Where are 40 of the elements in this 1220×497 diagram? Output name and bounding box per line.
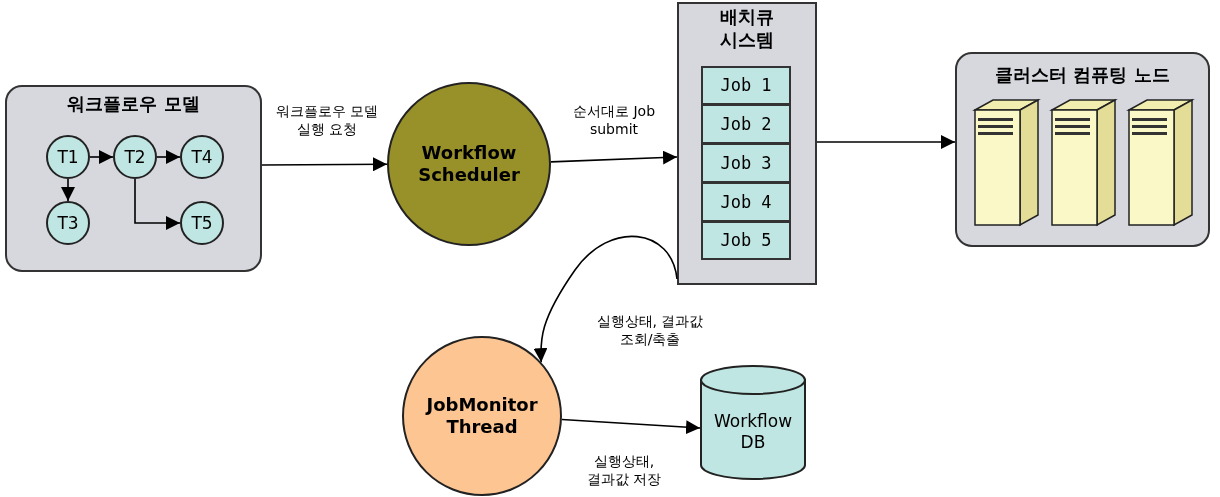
arrow	[533, 235, 678, 363]
monitor-label: JobMonitor Thread	[424, 393, 539, 439]
arrow	[61, 178, 75, 202]
task-label: T2	[123, 146, 147, 168]
panel-title: 워크플로우 모델	[66, 93, 201, 116]
task-label: T5	[190, 212, 214, 234]
arrow	[156, 150, 181, 164]
task-circle	[113, 135, 157, 179]
database-cylinder	[700, 365, 806, 479]
arrow	[816, 135, 956, 149]
model-panel	[5, 85, 262, 272]
task-circle	[46, 201, 90, 245]
arrow	[561, 418, 701, 435]
scheduler-circle	[387, 82, 551, 246]
arrow	[89, 150, 114, 164]
arrow	[550, 150, 678, 165]
job-cell	[701, 221, 791, 260]
scheduler-label: Workflow Scheduler	[417, 141, 521, 187]
task-circle	[46, 135, 90, 179]
job-label: Job 5	[719, 230, 773, 252]
panel-title: 클러스터 컴퓨팅 노드	[994, 64, 1171, 87]
task-label: T1	[56, 146, 80, 168]
queue-panel	[677, 2, 817, 285]
database-label: Workflow DB	[712, 410, 794, 453]
job-label: Job 2	[719, 113, 773, 135]
job-cell	[701, 182, 791, 222]
job-cell	[701, 104, 791, 144]
task-label: T4	[190, 146, 214, 168]
job-cell	[701, 143, 791, 183]
panel-title: 배치큐 시스템	[719, 6, 775, 51]
task-circle	[180, 135, 224, 179]
job-label: Job 1	[719, 75, 773, 97]
monitor-circle	[402, 336, 562, 496]
arrow	[134, 178, 181, 230]
job-cell	[701, 66, 791, 105]
job-label: Job 4	[719, 191, 773, 213]
task-circle	[180, 201, 224, 245]
job-label: Job 3	[719, 152, 773, 174]
task-label: T3	[56, 212, 80, 234]
arrow	[261, 157, 388, 172]
